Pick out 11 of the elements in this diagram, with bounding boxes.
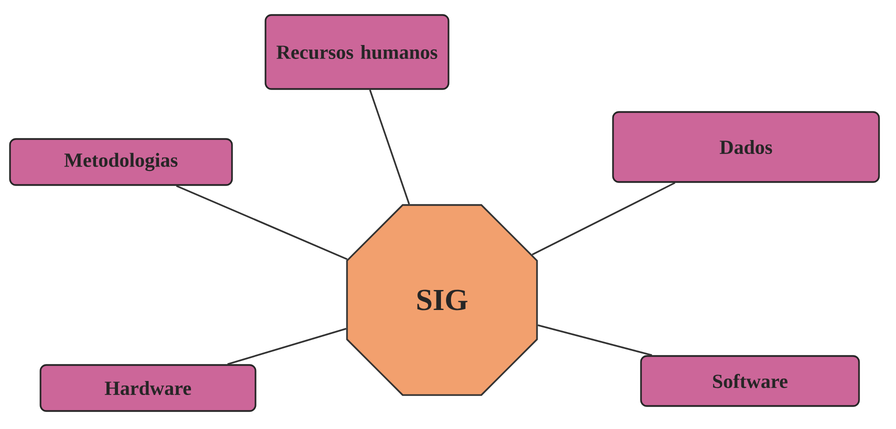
component-box: Dados bbox=[612, 111, 880, 183]
component-box: Metodologias bbox=[9, 138, 233, 186]
connector-line bbox=[532, 182, 676, 256]
component-box: Hardware bbox=[40, 364, 256, 412]
connector-line bbox=[538, 324, 652, 356]
component-box: Recursos humanos bbox=[264, 14, 450, 90]
connector-line bbox=[369, 90, 410, 204]
octagon: SIG bbox=[346, 204, 538, 396]
connector-line bbox=[176, 185, 348, 260]
component-box: Software bbox=[640, 355, 860, 407]
connector-line bbox=[227, 328, 346, 365]
